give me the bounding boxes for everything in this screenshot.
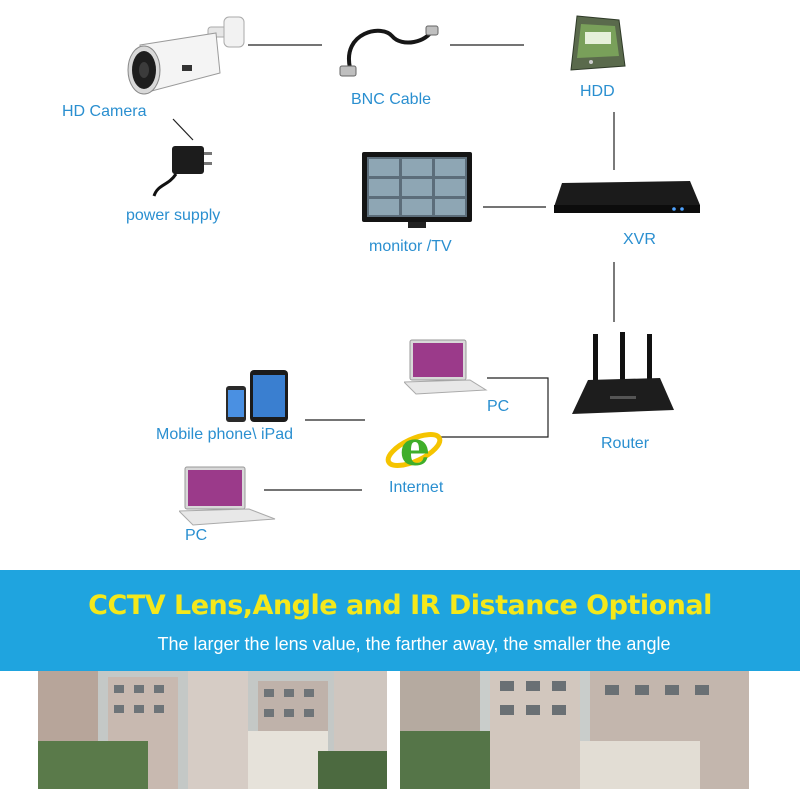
label-bnc-cable: BNC Cable [351, 91, 432, 108]
power-adapter-icon [148, 140, 218, 202]
info-banner: CCTV Lens,Angle and IR Distance Optional… [0, 570, 800, 671]
camera-icon [120, 15, 250, 100]
bnc-cable-icon [332, 22, 442, 84]
banner-subtitle: The larger the lens value, the farther a… [157, 634, 671, 654]
connector-lines [172, 44, 615, 491]
monitor-icon [358, 150, 476, 232]
label-internet: Internet [389, 479, 444, 496]
internet-explorer-icon: e [384, 420, 446, 478]
building-photo-zoom [400, 671, 749, 789]
label-monitor-tv: monitor /TV [369, 238, 452, 255]
label-hdd: HDD [580, 83, 615, 100]
label-mobile-ipad: Mobile phone\ iPad [156, 426, 293, 443]
label-hd-camera: HD Camera [62, 103, 147, 120]
mobile-tablet-icon [222, 368, 290, 424]
label-pc-bottom: PC [185, 527, 208, 544]
line-pc-router-internet [440, 377, 549, 438]
label-router: Router [601, 435, 650, 452]
line-camera-power [172, 118, 194, 141]
label-xvr: XVR [623, 231, 656, 248]
xvr-recorder-icon [552, 175, 702, 217]
label-power-supply: power supply [126, 207, 221, 224]
svg-text:e: e [400, 421, 431, 477]
banner-title: CCTV Lens,Angle and IR Distance Optional [88, 590, 712, 621]
laptop-icon [177, 465, 277, 527]
building-photo-wide [38, 671, 387, 789]
laptop-icon [402, 338, 488, 396]
network-diagram: HD Camera BNC Cable HDD power supply [62, 10, 702, 544]
hdd-icon [563, 10, 633, 76]
label-pc-top: PC [487, 398, 510, 415]
router-icon [570, 330, 676, 418]
